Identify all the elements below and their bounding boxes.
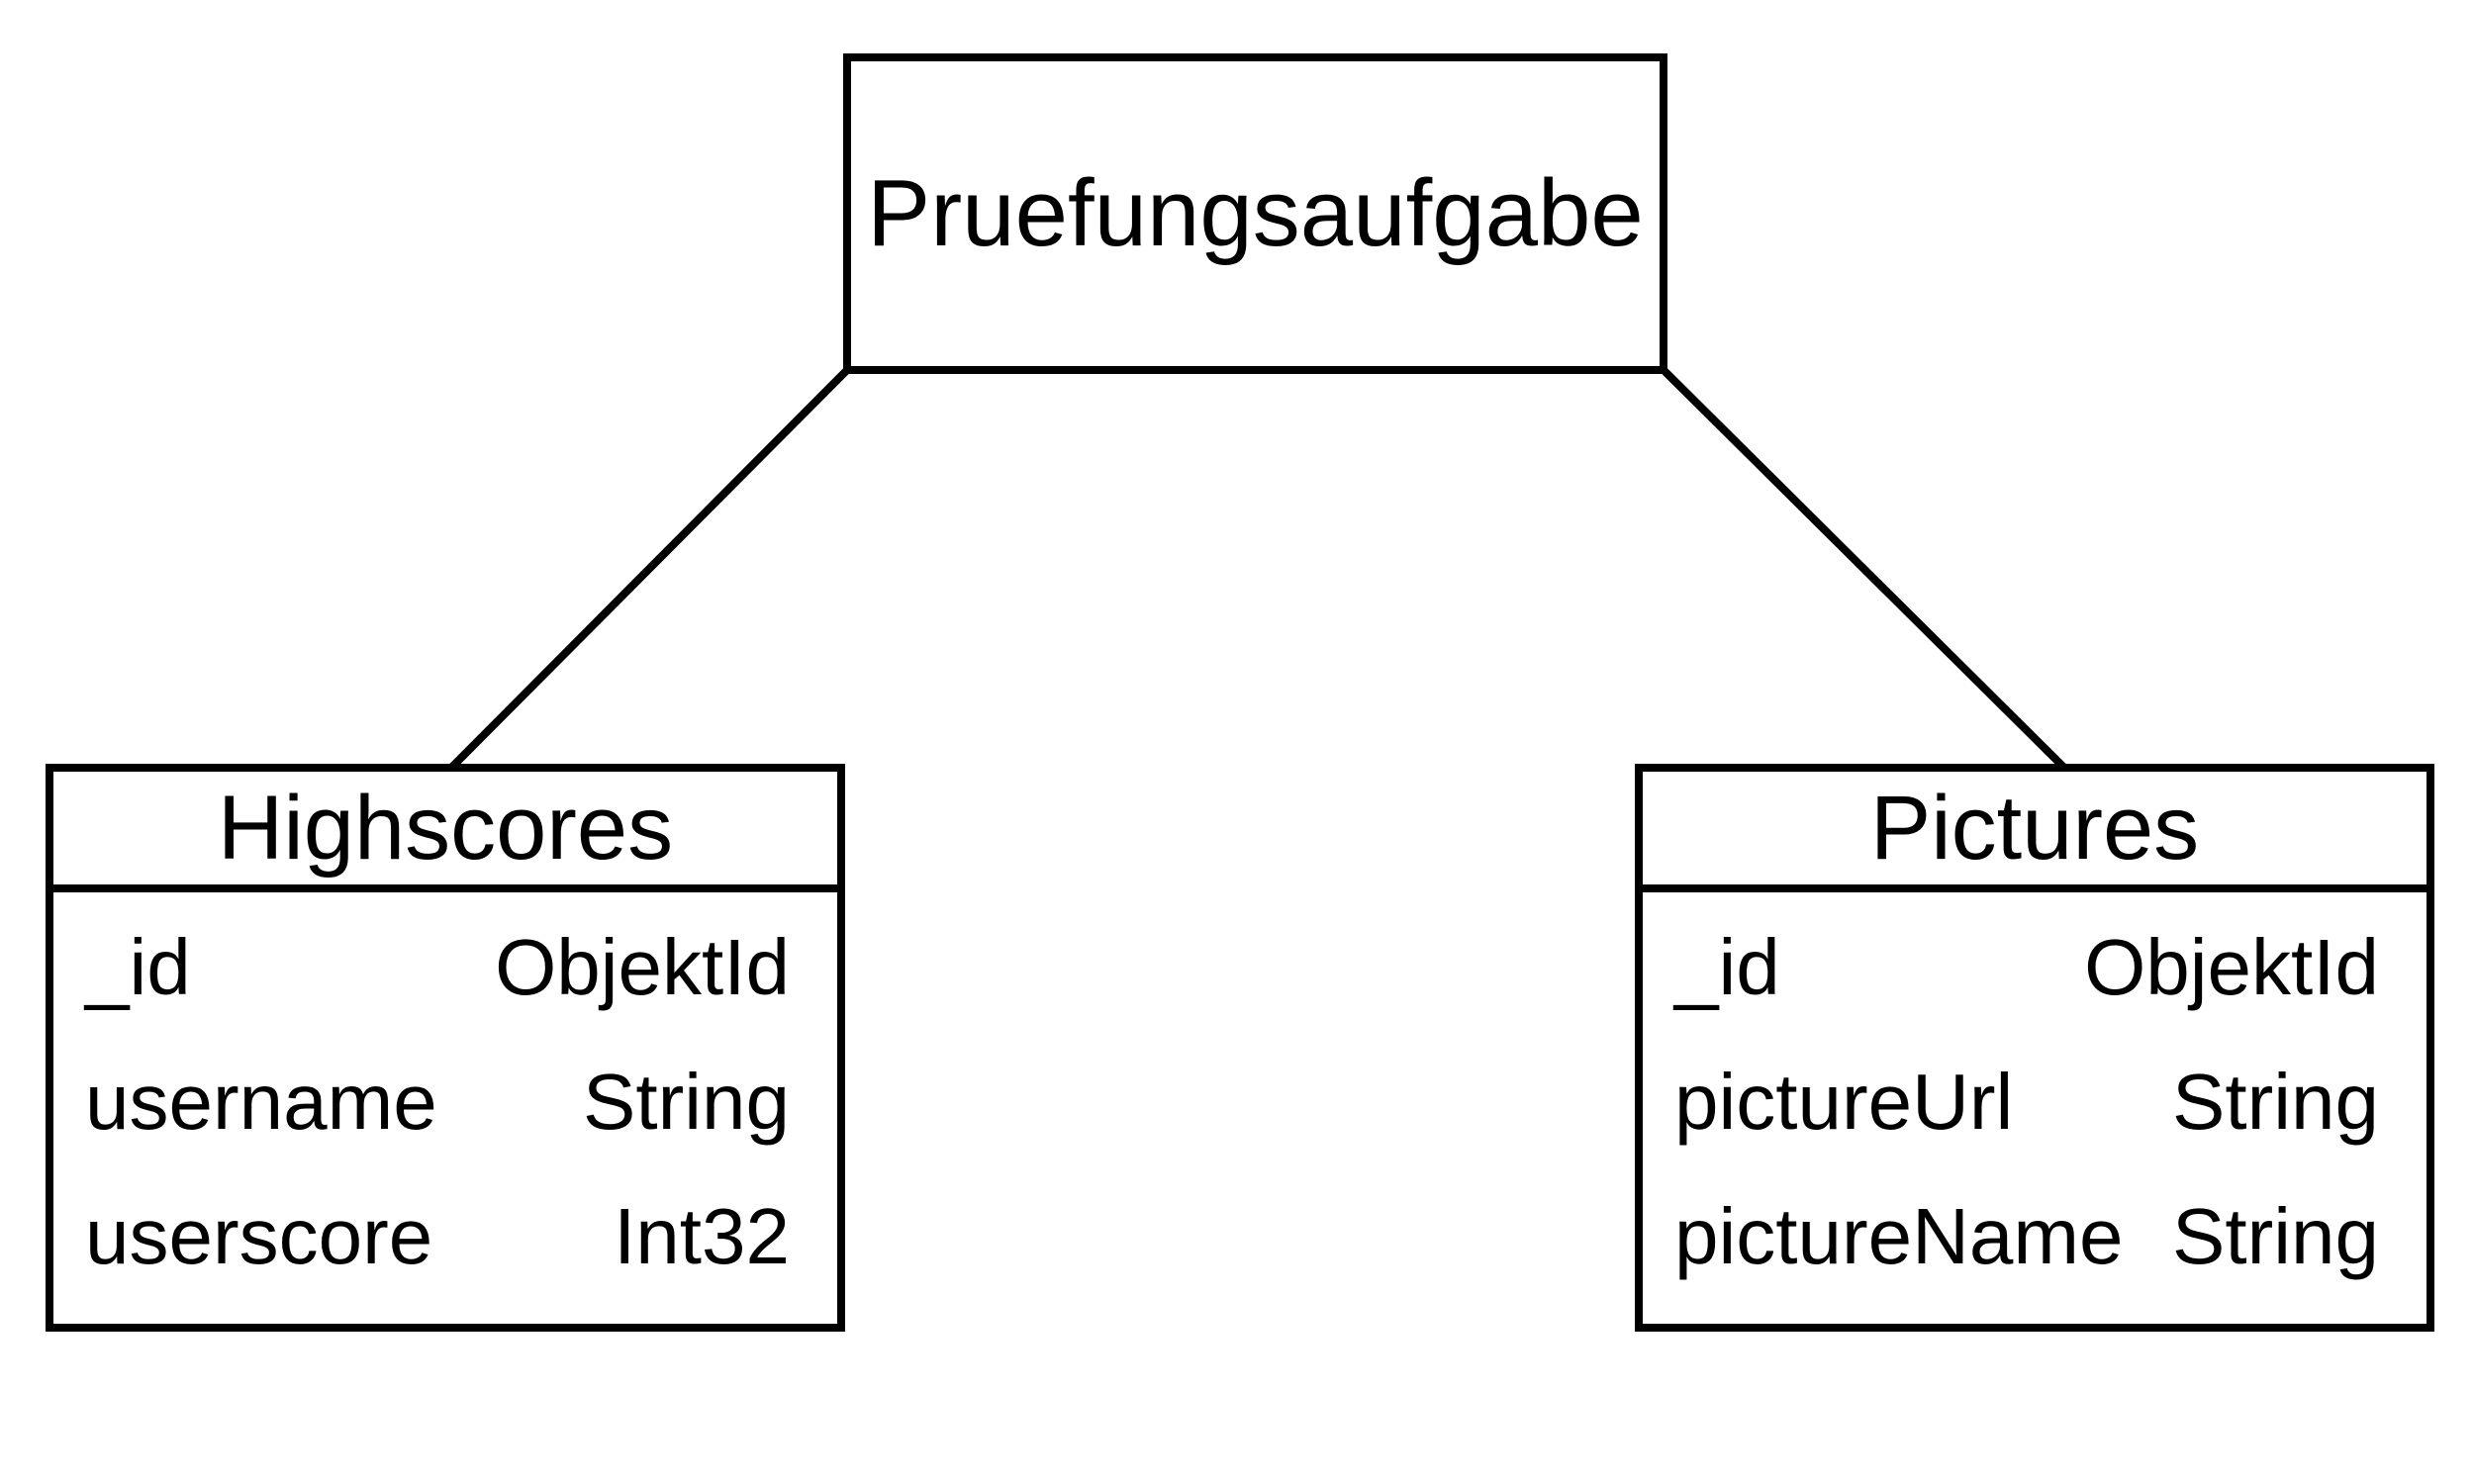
field-type: ObjektId	[2084, 923, 2379, 1011]
root-entity-box: Pruefungsaufgabe	[843, 53, 1667, 374]
field-row: userscore Int32	[53, 1187, 837, 1286]
field-name: pictureUrl	[1674, 1058, 2014, 1146]
field-name: userscore	[85, 1192, 433, 1280]
field-row: pictureName String	[1643, 1187, 2426, 1286]
field-type: Int32	[614, 1192, 790, 1280]
connector-root-pictures	[1658, 364, 2070, 774]
field-type: String	[2172, 1058, 2379, 1146]
entity-title: Pictures	[1869, 778, 2200, 879]
field-row: pictureUrl String	[1643, 1053, 2426, 1152]
connector-root-highscores	[445, 364, 853, 774]
field-row: _id ObjektId	[1643, 918, 2426, 1017]
field-type: String	[583, 1058, 790, 1146]
root-entity-title: Pruefungsaufgabe	[867, 160, 1644, 266]
entity-header-highscores: Highscores	[53, 772, 837, 892]
entity-header-pictures: Pictures	[1643, 772, 2426, 892]
field-name: _id	[85, 923, 191, 1011]
entity-box-highscores: Highscores _id ObjektId username String …	[46, 764, 845, 1332]
entity-box-pictures: Pictures _id ObjektId pictureUrl String …	[1635, 764, 2434, 1332]
field-row: _id ObjektId	[53, 918, 837, 1017]
field-name: pictureName	[1674, 1192, 2124, 1280]
field-type: String	[2172, 1192, 2379, 1280]
entity-title: Highscores	[217, 778, 674, 879]
field-name: _id	[1674, 923, 1780, 1011]
field-row: username String	[53, 1053, 837, 1152]
field-name: username	[85, 1058, 437, 1146]
field-type: ObjektId	[495, 923, 790, 1011]
